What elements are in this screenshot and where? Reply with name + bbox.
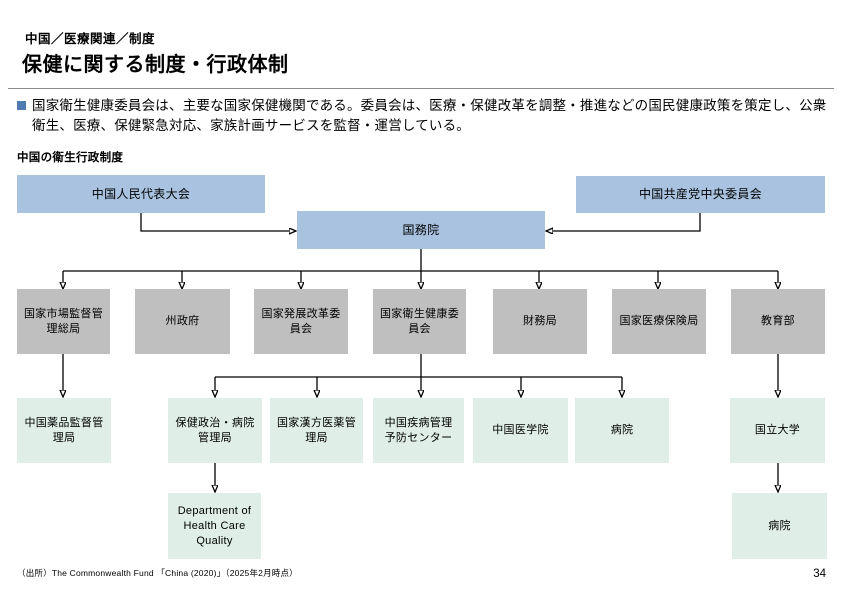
org-box-traditional-medicine-admin: 国家漢方医薬管理局 — [270, 398, 363, 463]
org-box-china-medical-academy: 中国医学院 — [473, 398, 568, 463]
summary-paragraph: 国家衛生健康委員会は、主要な国家保健機関である。委員会は、医療・保健改革を調整・… — [17, 96, 829, 135]
source-note: （出所）The Commonwealth Fund 「China (2020)」… — [17, 568, 298, 578]
org-box-development-reform-commission: 国家発展改革委員会 — [254, 289, 348, 354]
summary-text: 国家衛生健康委員会は、主要な国家保健機関である。委員会は、医療・保健改革を調整・… — [32, 98, 827, 133]
bullet-square-icon — [17, 101, 26, 110]
org-box-university-hospital: 病院 — [732, 493, 827, 559]
org-box-national-university: 国立大学 — [730, 398, 825, 463]
page-number: 34 — [813, 568, 826, 580]
org-box-national-health-commission: 国家衛生健康委員会 — [373, 289, 466, 354]
org-box-ccp-central-committee: 中国共産党中央委員会 — [576, 176, 825, 213]
page-title: 保健に関する制度・行政体制 — [22, 54, 289, 76]
org-box-ministry-of-education: 教育部 — [731, 289, 825, 354]
org-box-national-peoples-congress: 中国人民代表大会 — [17, 175, 265, 213]
org-box-dept-health-care-quality: Department of Health Care Quality — [168, 493, 261, 559]
org-box-market-regulation-admin: 国家市場監督管理総局 — [17, 289, 110, 354]
org-box-drug-administration: 中国薬品監督管理局 — [17, 398, 111, 463]
org-box-healthcare-security-admin: 国家医療保険局 — [612, 289, 706, 354]
org-box-provincial-government: 州政府 — [135, 289, 230, 354]
org-box-state-council: 国務院 — [297, 211, 545, 249]
org-box-finance-bureau: 財務局 — [493, 289, 587, 354]
title-divider — [8, 88, 834, 89]
org-box-health-policy-hospital-admin: 保健政治・病院管理局 — [168, 398, 262, 463]
diagram-title: 中国の衛生行政制度 — [17, 152, 124, 164]
org-box-cdc-center: 中国疾病管理予防センター — [373, 398, 464, 463]
org-box-hospital: 病院 — [575, 398, 669, 463]
breadcrumb: 中国／医療関連／制度 — [25, 32, 156, 46]
